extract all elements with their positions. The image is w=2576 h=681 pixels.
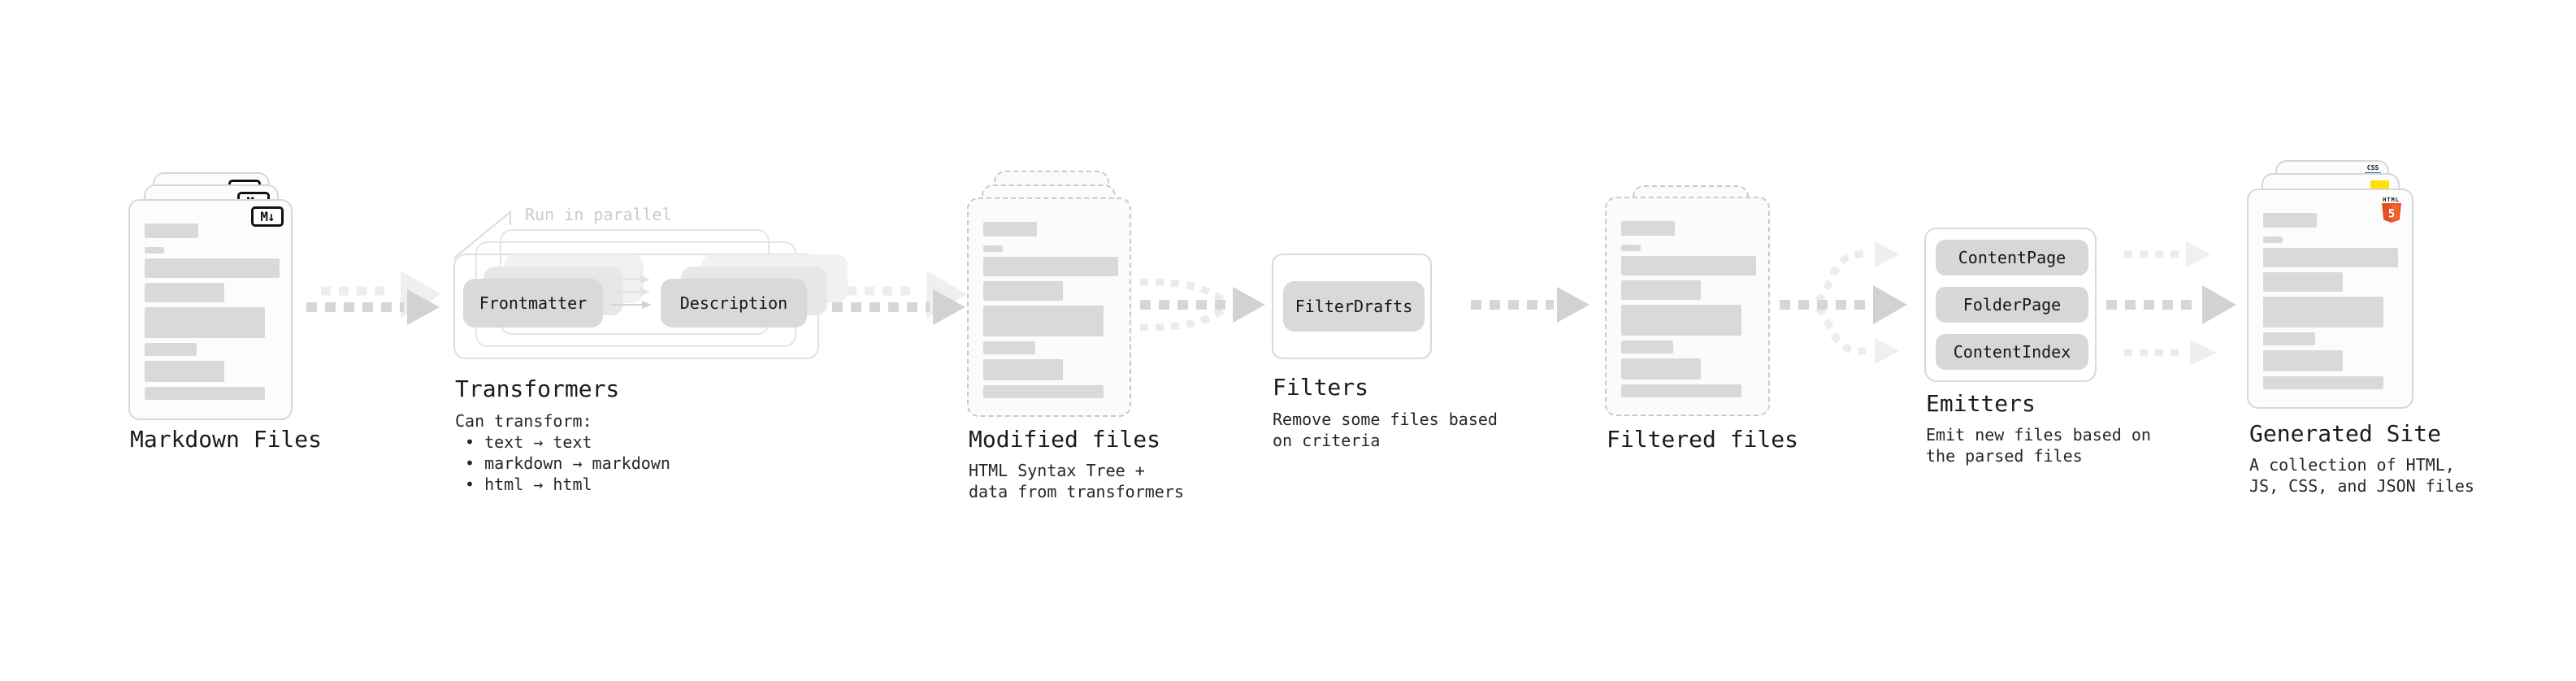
svg-text:5: 5 <box>2387 208 2394 221</box>
text-placeholder-bar <box>145 361 224 382</box>
html5-badge-label: HTML <box>2383 197 2400 203</box>
text-placeholder-bar <box>2263 236 2283 243</box>
text-placeholder-bar <box>145 223 198 238</box>
text-placeholder-bar <box>145 387 265 400</box>
filters-desc: Remove some files based on criteria <box>1273 410 1498 450</box>
frontmatter-pill: Frontmatter <box>463 279 603 327</box>
text-placeholder-bar <box>2263 272 2343 292</box>
text-placeholder-bar <box>145 343 197 356</box>
text-placeholder-bar <box>2263 332 2315 345</box>
text-placeholder-bar <box>983 245 1003 252</box>
transformers-bullet-3: • html → html <box>465 475 592 494</box>
parallel-arrows-icon <box>611 275 652 309</box>
text-placeholder-bar <box>1621 280 1701 300</box>
flow-arrow-icon <box>832 271 967 325</box>
run-in-parallel-annotation: Run in parallel <box>525 205 672 224</box>
text-placeholder-bar <box>1621 305 1741 336</box>
text-placeholder-bar <box>145 283 224 302</box>
stage-label-modified-files: Modified files <box>969 426 1161 453</box>
stage-label-transformers: Transformers <box>455 375 620 402</box>
html5-shield: 5 <box>2381 203 2401 223</box>
text-placeholder-bar <box>2263 248 2398 267</box>
text-placeholder-bar <box>145 307 265 338</box>
flow-arrow-icon <box>1471 287 1589 323</box>
contentpage-pill: ContentPage <box>1936 240 2088 275</box>
modified-file-card <box>967 197 1131 417</box>
contentindex-pill: ContentIndex <box>1936 334 2088 370</box>
text-placeholder-bar <box>1621 221 1675 236</box>
js-icon <box>2370 180 2389 191</box>
markdown-icon: M↓ <box>251 206 284 227</box>
text-placeholder-bar <box>2263 376 2383 389</box>
text-placeholder-bar <box>2263 297 2383 327</box>
generated-site-desc: A collection of HTML, JS, CSS, and JSON … <box>2249 455 2474 496</box>
stage-label-filtered-files: Filtered files <box>1607 426 1799 453</box>
text-placeholder-bar <box>983 257 1118 276</box>
flow-arrow-icon <box>306 271 441 325</box>
html5-icon: HTML 5 <box>2380 197 2402 223</box>
filters-panel: FilterDrafts <box>1272 254 1432 359</box>
description-pill: Description <box>661 279 807 327</box>
text-placeholder-bar <box>145 258 280 278</box>
markdown-file-card: M↓ <box>128 199 293 420</box>
stage-label-filters: Filters <box>1273 374 1369 401</box>
annotation-bracket <box>453 210 511 259</box>
folderpage-pill: FolderPage <box>1936 287 2088 323</box>
emitters-desc: Emit new files based on the parsed files <box>1926 425 2151 466</box>
stage-label-markdown-files: Markdown Files <box>130 426 323 453</box>
text-placeholder-bar <box>1621 340 1673 354</box>
text-placeholder-bar <box>2263 350 2343 371</box>
emit-arrows-icon <box>2106 241 2236 366</box>
text-placeholder-bar <box>2263 213 2317 228</box>
branch-arrow-icon <box>1780 241 1907 364</box>
generated-file-card: HTML 5 <box>2247 189 2413 409</box>
transformers-bullet-2: • markdown → markdown <box>465 453 670 473</box>
text-placeholder-bar <box>145 247 164 254</box>
merge-arrow-icon <box>1139 278 1265 332</box>
text-placeholder-bar <box>1621 384 1741 397</box>
text-placeholder-bar <box>1621 358 1701 380</box>
stage-label-emitters: Emitters <box>1926 390 2036 417</box>
text-placeholder-bar <box>983 359 1063 380</box>
transformers-bullet-1: • text → text <box>465 432 592 452</box>
text-placeholder-bar <box>983 385 1104 398</box>
filterdrafts-pill: FilterDrafts <box>1283 281 1425 332</box>
text-placeholder-bar <box>983 222 1037 236</box>
emitters-panel: ContentPage FolderPage ContentIndex <box>1924 228 2097 382</box>
stage-label-generated-site: Generated Site <box>2249 420 2442 447</box>
text-placeholder-bar <box>983 281 1063 301</box>
transformers-desc-title: Can transform: <box>455 411 592 431</box>
text-placeholder-bar <box>983 341 1035 354</box>
modified-files-desc: HTML Syntax Tree + data from transformer… <box>969 461 1184 501</box>
css-badge-label: CSS <box>2366 164 2379 171</box>
text-placeholder-bar <box>983 306 1104 336</box>
filtered-file-card <box>1605 197 1770 416</box>
text-placeholder-bar <box>1621 256 1756 275</box>
text-placeholder-bar <box>1621 245 1641 251</box>
